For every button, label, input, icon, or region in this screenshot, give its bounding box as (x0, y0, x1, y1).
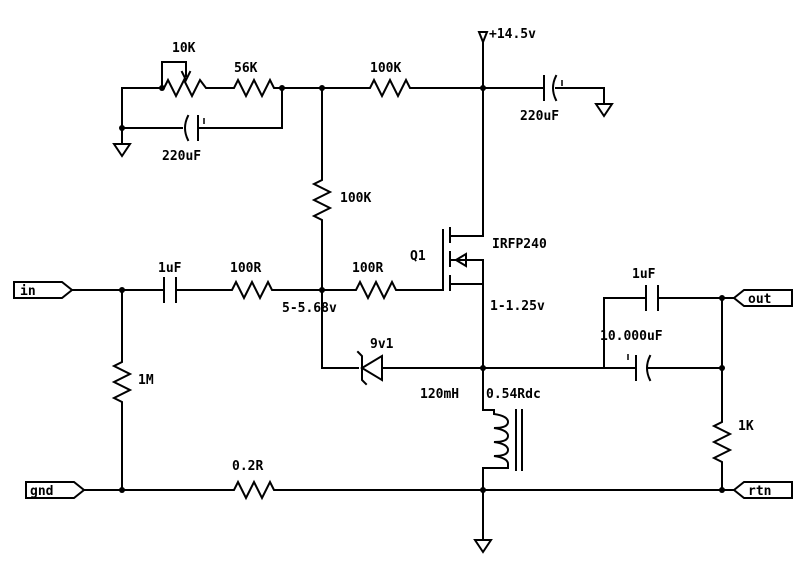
resistor-1k-label: 1K (738, 419, 754, 434)
capacitor-220uf-right-label: 220uF (520, 109, 559, 124)
source-voltage-label: 1-1.25v (490, 299, 545, 314)
capacitor-1uf-out-label: 1uF (632, 267, 656, 282)
port-rtn-label: rtn (748, 484, 771, 499)
q1-label: Q1 (410, 249, 426, 264)
ground-symbol-left (112, 143, 132, 158)
inductor-label: 120mH (420, 387, 459, 402)
ground-symbol-bottom (473, 539, 493, 554)
inductor-dcr-label: 0.54Rdc (486, 387, 541, 402)
resistor-100r-in (223, 279, 281, 301)
port-gnd (25, 481, 86, 499)
resistor-100k-top-label: 100K (370, 61, 401, 76)
capacitor-220uf-right (543, 74, 614, 118)
potentiometer-10k (159, 61, 213, 99)
resistor-100r-in-label: 100R (230, 261, 261, 276)
mosfet-irfp240 (442, 227, 484, 291)
capacitor-1uf-in-label: 1uF (158, 261, 182, 276)
capacitor-1uf-out (645, 285, 659, 311)
port-gnd-label: gnd (30, 484, 53, 499)
zener-diode-9v1 (356, 350, 383, 386)
port-rtn (732, 481, 793, 499)
mosfet-label: IRFP240 (492, 237, 547, 252)
capacitor-220uf-left-label: 220uF (162, 149, 201, 164)
inductor-120mh (493, 409, 523, 471)
port-in-label: in (20, 284, 36, 299)
zener-label: 9v1 (370, 337, 394, 352)
supply-terminal (477, 31, 489, 89)
resistor-100r-gate-label: 100R (352, 261, 383, 276)
port-out-label: out (748, 292, 771, 307)
capacitor-10000uf-label: 10.000uF (600, 329, 663, 344)
resistor-0-2r (225, 479, 283, 501)
potentiometer-label: 10K (172, 41, 196, 56)
port-out (732, 289, 793, 307)
resistor-1m (111, 357, 133, 407)
resistor-1m-label: 1M (138, 373, 154, 388)
supply-voltage-label: +14.5v (489, 27, 536, 42)
resistor-100k-top (361, 77, 419, 99)
resistor-100k-mid-label: 100K (340, 191, 371, 206)
resistor-56k-label: 56K (234, 61, 258, 76)
resistor-0-2r-label: 0.2R (232, 459, 263, 474)
gate-voltage-label: 5-5.68v (282, 301, 337, 316)
resistor-100k-mid (311, 173, 333, 227)
resistor-1k (711, 417, 733, 467)
resistor-100r-gate (349, 279, 403, 301)
resistor-56k (227, 77, 283, 99)
capacitor-1uf-in (163, 277, 177, 303)
port-in (13, 281, 74, 299)
